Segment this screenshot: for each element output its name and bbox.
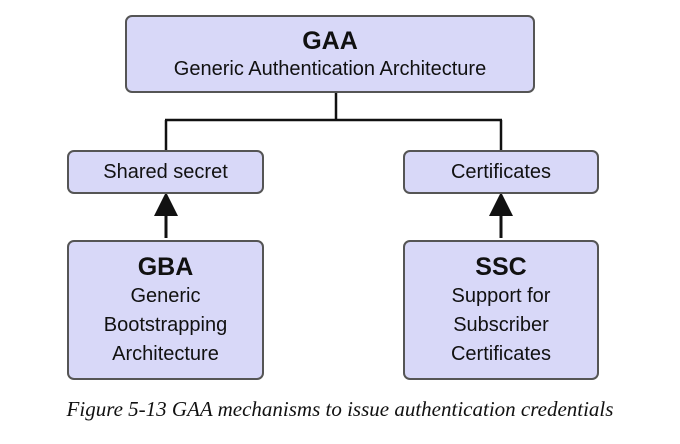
gba-title: GBA (137, 252, 194, 281)
ssc-title: SSC (475, 252, 527, 281)
gba-line-1: Generic (130, 284, 201, 307)
figure-caption: Figure 5-13 GAA mechanisms to issue auth… (66, 397, 614, 421)
gaa-box: GAA Generic Authentication Architecture (125, 15, 535, 93)
ssc-line-2: Subscriber (453, 313, 549, 336)
gba-box: GBA Generic Bootstrapping Architecture (67, 240, 264, 380)
gaa-title: GAA (302, 27, 358, 55)
certificates-label: Certificates (450, 161, 552, 183)
ssc-line-3: Certificates (450, 342, 552, 365)
certificates-box: Certificates (403, 150, 599, 194)
gaa-subtitle: Generic Authentication Architecture (173, 58, 487, 80)
shared-secret-label: Shared secret (103, 161, 228, 183)
gba-description: Generic Bootstrapping Architecture (104, 282, 227, 369)
gba-line-3: Architecture (112, 342, 219, 365)
shared-secret-box: Shared secret (67, 150, 264, 194)
gba-line-2: Bootstrapping (103, 313, 228, 336)
ssc-description: Support for Subscriber Certificates (451, 282, 551, 369)
ssc-line-1: Support for (451, 284, 551, 307)
ssc-box: SSC Support for Subscriber Certificates (403, 240, 599, 380)
